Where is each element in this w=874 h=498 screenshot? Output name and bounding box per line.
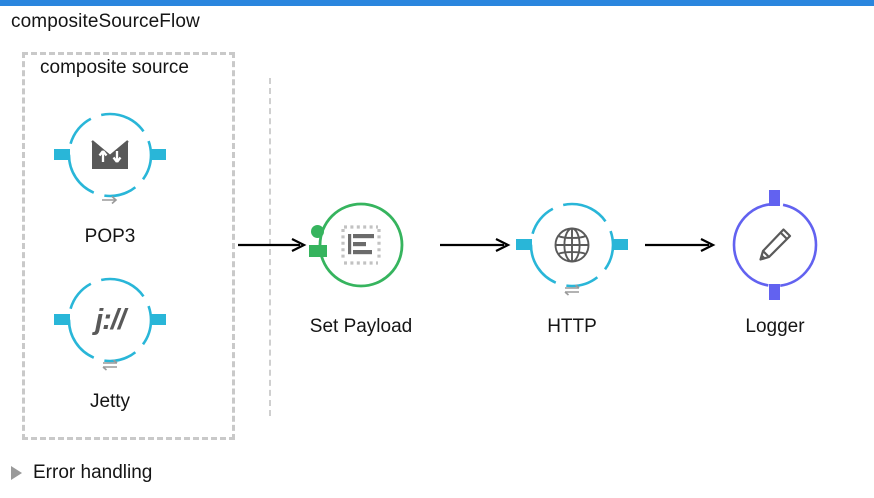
node-logger-label: Logger xyxy=(745,316,805,337)
set-payload-connector-tab[interactable] xyxy=(309,245,327,257)
http-request-response-icon xyxy=(561,282,583,298)
node-logger[interactable] xyxy=(731,190,819,300)
pop3-connector-right[interactable] xyxy=(150,149,166,160)
page-title: compositeSourceFlow xyxy=(11,11,200,32)
triangle-right-icon[interactable] xyxy=(11,466,22,480)
http-connector-right[interactable] xyxy=(612,239,628,250)
error-handling-label: Error handling xyxy=(33,462,153,483)
node-jetty-label: Jetty xyxy=(89,391,131,412)
jetty-protocol-icon: j:// xyxy=(66,276,154,364)
pencil-icon xyxy=(731,201,819,289)
composite-source-group-label: composite source xyxy=(40,57,189,78)
error-handling-section[interactable]: Error handling xyxy=(11,462,152,484)
jetty-connector-left[interactable] xyxy=(54,314,70,325)
window-accent-bar xyxy=(0,0,874,6)
jetty-connector-right[interactable] xyxy=(150,314,166,325)
envelope-arrows-icon xyxy=(66,111,154,199)
pop3-connector-left[interactable] xyxy=(54,149,70,160)
globe-icon xyxy=(528,201,616,289)
composite-source-group[interactable] xyxy=(22,52,235,440)
node-set-payload-label: Set Payload xyxy=(309,316,413,337)
jetty-request-response-icon xyxy=(99,357,121,373)
conn-http-to-logger[interactable] xyxy=(645,237,717,253)
http-connector-left[interactable] xyxy=(516,239,532,250)
logger-connector-bottom[interactable] xyxy=(769,284,780,300)
document-lines-icon xyxy=(317,201,405,289)
set-payload-connector-dot[interactable] xyxy=(311,225,324,238)
jetty-protocol-text: j:// xyxy=(95,303,126,336)
node-jetty[interactable]: j:// xyxy=(54,276,166,371)
node-set-payload[interactable] xyxy=(309,201,405,289)
node-http[interactable] xyxy=(516,201,628,296)
logger-connector-top[interactable] xyxy=(769,190,780,206)
conn-source-to-setpayload[interactable] xyxy=(238,237,308,253)
node-http-label: HTTP xyxy=(547,316,597,337)
logger-ring xyxy=(731,201,819,289)
lane-divider xyxy=(269,78,271,416)
conn-setpayload-to-http[interactable] xyxy=(440,237,512,253)
node-pop3[interactable] xyxy=(54,111,166,205)
node-pop3-label: POP3 xyxy=(84,226,136,247)
pop3-one-way-arrow-icon xyxy=(99,192,121,208)
